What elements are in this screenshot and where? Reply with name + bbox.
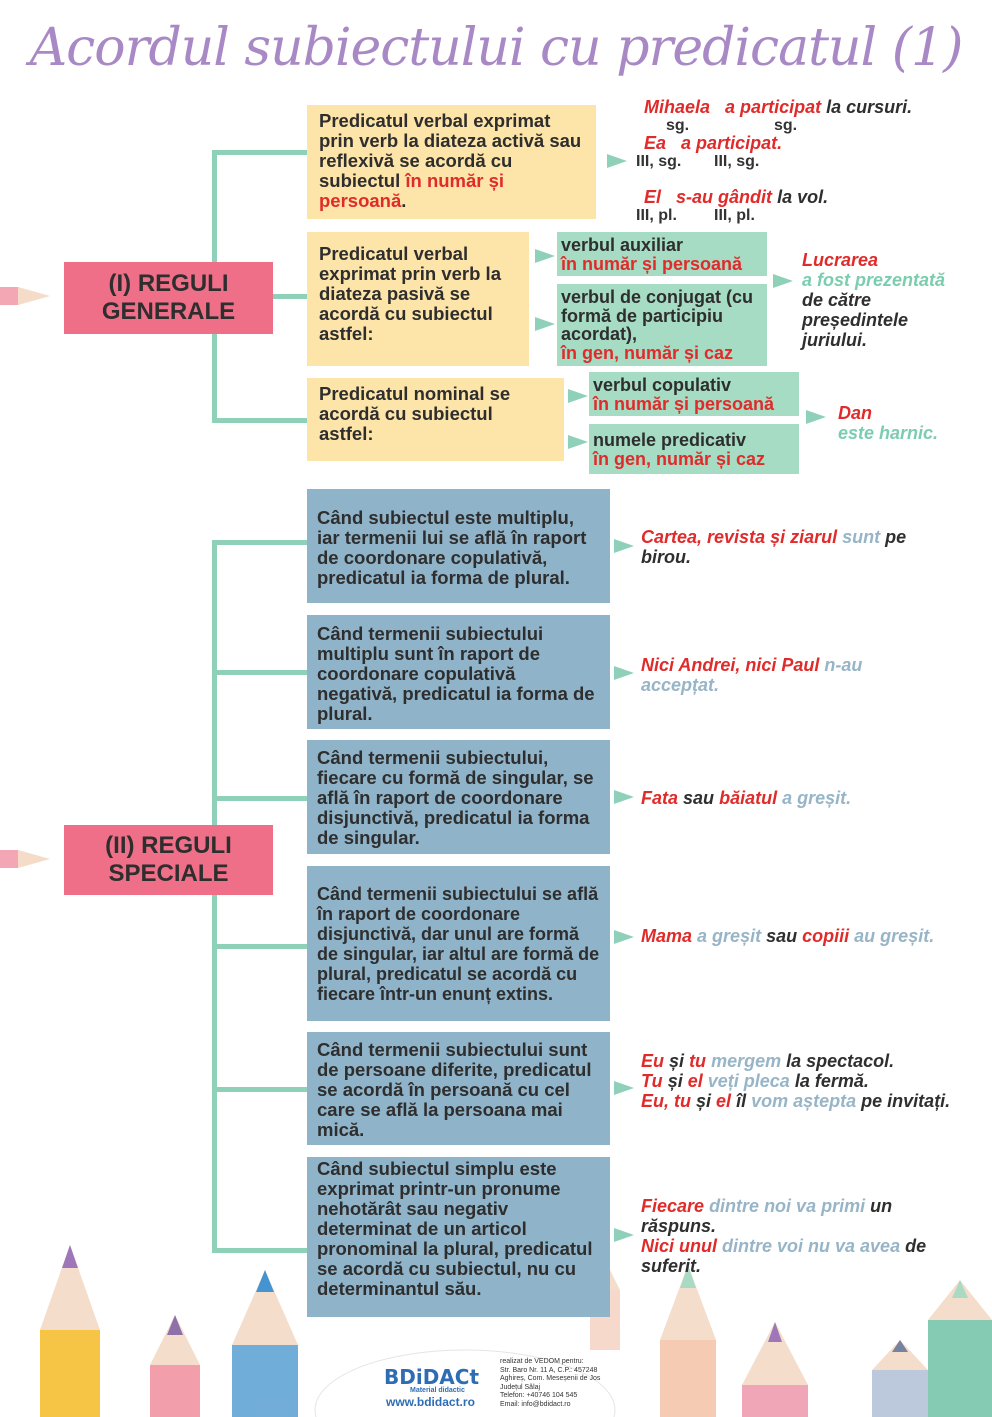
example-2: Ea a participat.: [644, 133, 783, 153]
special-rule-1: Când subiectul este multiplu, iar termen…: [307, 489, 610, 603]
example-3: El s-au gândit la vol.: [644, 187, 829, 207]
logo-tagline: Material didactic: [410, 1387, 465, 1394]
arrow-icon: [607, 154, 627, 168]
special-example-3: Fata sau băiatul a greșit.: [641, 788, 852, 808]
reguli-generale-label: (I) REGULI GENERALE: [64, 262, 273, 334]
arrow-icon: [614, 930, 634, 944]
special-rule-5: Când termenii subiectului sunt de persoa…: [307, 1032, 610, 1145]
arrow-icon: [614, 1081, 634, 1095]
pencil-icon: [0, 287, 50, 305]
tree-line: [212, 1248, 307, 1253]
arrow-icon: [806, 410, 826, 424]
mark: III, pl.: [636, 207, 677, 224]
tree-line: [212, 670, 307, 675]
page-title: Acordul subiectului cu predicatul (1): [29, 18, 964, 78]
tree-line: [212, 540, 307, 545]
special-rule-6: Când subiectul simplu este exprimat prin…: [307, 1157, 610, 1317]
mark: III, sg.: [636, 153, 682, 170]
arrow-icon: [568, 389, 588, 403]
special-example-4: Mama a greșit sau copiii au greșit.: [641, 926, 935, 946]
arrow-icon: [535, 249, 555, 263]
nume-predicativ-box: numele predicativ în gen, număr și caz: [589, 424, 799, 474]
arrow-icon: [773, 274, 793, 288]
tree-line: [212, 150, 307, 155]
verb-conjugat-box: verbul de conjugat (cu formă de particip…: [557, 284, 767, 366]
footer-address: realizat de VEDOM pentru: Str. Baro Nr. …: [500, 1358, 601, 1408]
arrow-icon: [568, 435, 588, 449]
arrow-icon: [614, 666, 634, 680]
rule-nominal-predicate: Predicatul nominal se acordă cu subiectu…: [307, 378, 564, 461]
mark: III, sg.: [714, 153, 760, 170]
tree-line: [212, 796, 307, 801]
special-rule-2: Când termenii subiectului multiplu sunt …: [307, 615, 610, 729]
bdidact-logo: BDiDACt: [384, 1365, 480, 1389]
special-rule-3: Când termenii subiectului, fiecare cu fo…: [307, 740, 610, 854]
special-example-1: Cartea, revista și ziarul sunt pe birou.: [641, 527, 907, 567]
tree-line: [212, 418, 307, 423]
special-example-6: Fiecare dintre noi va primi un răspuns. …: [641, 1196, 927, 1276]
pencil-icon: [0, 850, 50, 868]
example-1: Mihaela a participat la cursuri.: [644, 97, 913, 117]
special-example-5: Eu și tu mergem la spectacol. Tu și el v…: [641, 1051, 951, 1111]
example-nominal: Dan este harnic.: [838, 403, 939, 443]
mark: sg.: [666, 117, 690, 134]
mark: III, pl.: [714, 207, 755, 224]
mark: sg.: [774, 117, 798, 134]
verb-auxiliar-box: verbul auxiliar în număr și persoană: [557, 232, 767, 276]
arrow-icon: [614, 790, 634, 804]
special-rule-4: Când termenii subiectului se află în rap…: [307, 866, 610, 1021]
footer-url[interactable]: www.bdidact.ro: [386, 1395, 475, 1409]
tree-line: [212, 944, 307, 949]
arrow-icon: [614, 1228, 634, 1242]
verb-copulativ-box: verbul copulativ în număr și persoană: [589, 372, 799, 416]
tree-line: [212, 540, 217, 1253]
rule-passive-voice: Predicatul verbal exprimat prin verb la …: [307, 232, 529, 366]
special-example-2: Nici Andrei, nici Paul n-au accepțat.: [641, 655, 863, 695]
arrow-icon: [535, 317, 555, 331]
example-passive: Lucrarea a fost prezentată de către preș…: [802, 250, 946, 350]
tree-line: [212, 1087, 307, 1092]
rule-active-voice: Predicatul verbal exprimat prin verb la …: [307, 105, 596, 219]
reguli-speciale-label: (II) REGULI SPECIALE: [64, 825, 273, 895]
arrow-icon: [614, 539, 634, 553]
